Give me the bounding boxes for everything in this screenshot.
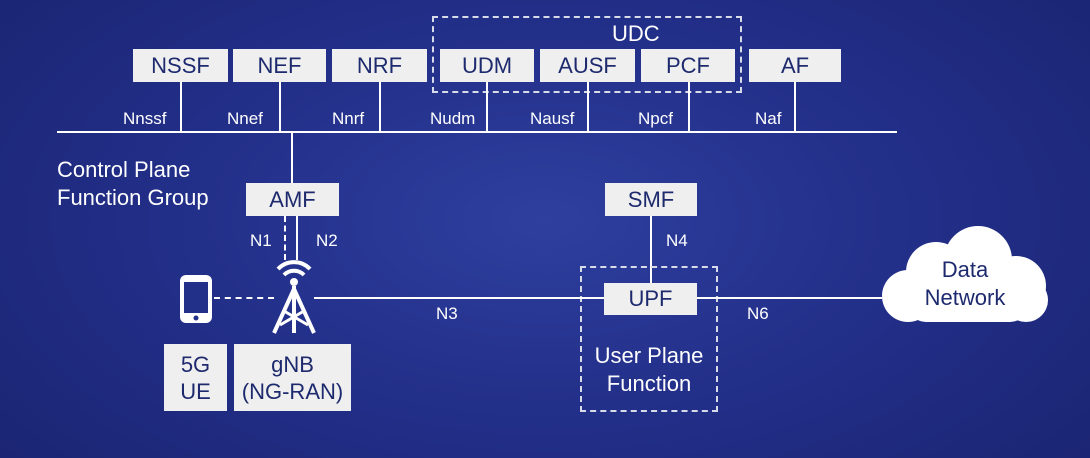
nausf-label: Nausf [530, 109, 575, 128]
gnb-line1: gNB [271, 351, 314, 377]
user-plane-label: User Plane Function [580, 342, 718, 398]
smartphone-icon [180, 275, 212, 323]
control-plane-label: Control Plane Function Group [57, 156, 209, 212]
udc-label: UDC [612, 21, 660, 46]
ausf-box: AUSF [540, 49, 635, 82]
amf-box: AMF [246, 183, 339, 216]
gnb-box: gNB (NG-RAN) [234, 344, 351, 411]
n2-link [296, 216, 298, 260]
naf-label: Naf [755, 109, 782, 128]
data-network-label: Data Network [880, 256, 1050, 312]
control-plane-line2: Function Group [57, 185, 209, 210]
udm-box: UDM [440, 49, 534, 82]
n4-link [650, 216, 652, 283]
control-plane-line1: Control Plane [57, 157, 191, 182]
nef-box: NEF [233, 49, 326, 82]
nrf-drop [379, 82, 381, 132]
nssf-drop [180, 82, 182, 132]
cell-tower-icon [272, 260, 316, 334]
cloud-icon [882, 226, 1048, 322]
user-plane-group-border [580, 266, 718, 412]
npcf-label: Npcf [638, 109, 673, 128]
amf-bus-link [291, 132, 293, 183]
pcf-drop [688, 82, 690, 132]
pcf-box: PCF [641, 49, 735, 82]
ue-line1: 5G [180, 351, 211, 377]
nrf-box: NRF [332, 49, 427, 82]
data-network-line2: Network [924, 285, 1006, 310]
udm-drop [486, 82, 488, 132]
nnrf-label: Nnrf [332, 109, 365, 128]
data-network-line1: Data [941, 257, 989, 282]
ue-line2: UE [180, 378, 211, 404]
upf-box: UPF [604, 283, 697, 315]
smf-box: SMF [605, 183, 697, 216]
user-plane-line1: User Plane [594, 343, 704, 368]
radio-link [214, 297, 274, 299]
n6-link [697, 297, 882, 299]
gnb-line2: (NG-RAN) [241, 378, 344, 404]
n6-label: N6 [747, 304, 769, 323]
n3-label: N3 [436, 304, 458, 323]
ue-box: 5G UE [164, 344, 227, 411]
n2-label: N2 [316, 231, 338, 250]
af-box: AF [749, 49, 841, 82]
nef-drop [279, 82, 281, 132]
n3-link [314, 297, 604, 299]
n1-label: N1 [250, 231, 272, 250]
n1-link [284, 216, 286, 260]
nssf-box: NSSF [133, 49, 228, 82]
af-drop [794, 82, 796, 132]
nnssf-label: Nnssf [123, 109, 167, 128]
nudm-label: Nudm [430, 109, 476, 128]
n4-label: N4 [666, 231, 688, 250]
service-bus-line [57, 131, 897, 133]
user-plane-line2: Function [606, 371, 692, 396]
ausf-drop [587, 82, 589, 132]
nnef-label: Nnef [227, 109, 263, 128]
